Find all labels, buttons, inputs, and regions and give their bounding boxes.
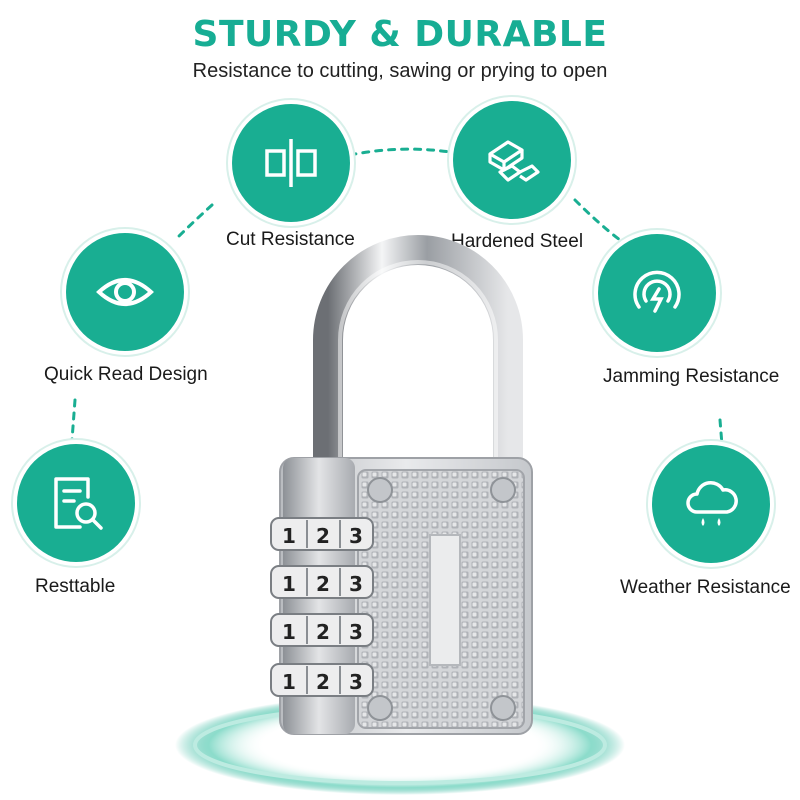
feature-label: Resttable xyxy=(35,576,116,597)
dial-digit: 1 xyxy=(282,670,296,694)
dial-row: 1 2 3 xyxy=(270,663,374,697)
steel-bars-icon xyxy=(488,140,540,182)
rivets xyxy=(367,477,516,721)
combination-dials: 1 2 3 1 2 3 1 2 3 1 2 3 xyxy=(270,517,374,697)
dial-digit: 1 xyxy=(282,572,296,596)
dial-row: 1 2 3 xyxy=(270,517,374,551)
dial-digit: 3 xyxy=(349,620,363,644)
dial-digit: 2 xyxy=(316,572,330,596)
feature-label: Weather Resistance xyxy=(620,577,791,598)
dial-digit: 2 xyxy=(316,524,330,548)
reset-badge xyxy=(17,444,135,562)
dial-row: 1 2 3 xyxy=(270,613,374,647)
dial-row: 1 2 3 xyxy=(270,565,374,599)
subheadline: Resistance to cutting, sawing or prying … xyxy=(192,60,608,82)
feature-label: Cut Resistance xyxy=(226,229,355,250)
dial-digit: 3 xyxy=(349,572,363,596)
dial-digit: 3 xyxy=(349,670,363,694)
headline: STURDY & DURABLE xyxy=(192,14,608,55)
weather-badge xyxy=(652,445,770,563)
jamming-badge xyxy=(598,234,716,352)
feature-label: Hardened Steel xyxy=(451,231,584,252)
feature-label: Quick Read Design xyxy=(44,364,208,385)
shackle xyxy=(313,235,523,470)
feature-label: Jamming Resistance xyxy=(603,366,780,387)
eye-badge xyxy=(66,233,184,351)
signal-bolt-icon xyxy=(633,270,681,313)
document-search-icon xyxy=(54,477,103,530)
dial-digit: 3 xyxy=(349,524,363,548)
dial-digit: 1 xyxy=(282,620,296,644)
eye-icon xyxy=(96,278,154,306)
dial-digit: 2 xyxy=(316,670,330,694)
dial-digit: 2 xyxy=(316,620,330,644)
steel-badge xyxy=(453,101,571,219)
cut-icon xyxy=(265,139,317,187)
cloud-rain-icon xyxy=(686,481,738,526)
dial-digit: 1 xyxy=(282,524,296,548)
cut-badge xyxy=(232,104,350,222)
